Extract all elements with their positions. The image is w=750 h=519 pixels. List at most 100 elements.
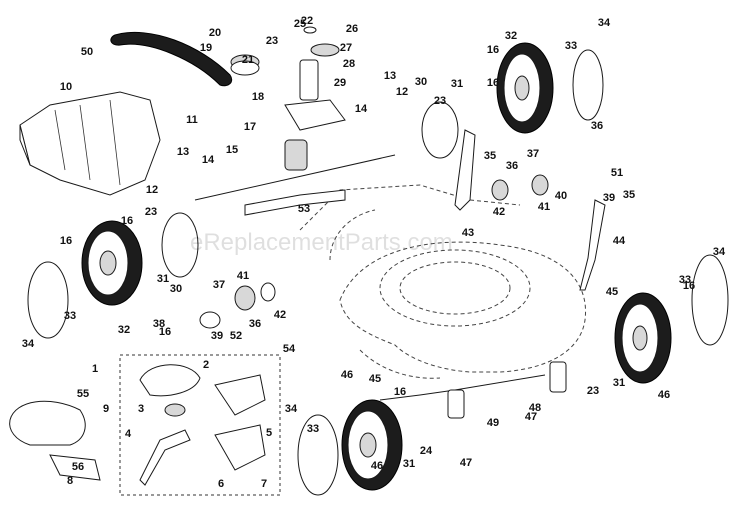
part-callout-14: 14 (202, 154, 215, 166)
drive-belt (110, 31, 233, 87)
part-callout-13: 13 (384, 70, 396, 82)
part-callout-12: 12 (146, 184, 158, 196)
accessory-box (119, 354, 281, 496)
part-callout-51: 51 (611, 167, 623, 179)
part-callout-7: 7 (261, 478, 267, 490)
part-callout-34: 34 (285, 403, 298, 415)
part-callout-47: 47 (460, 457, 472, 469)
part-callout-33: 33 (307, 423, 319, 435)
part-callout-11: 11 (186, 114, 198, 126)
gear-set (199, 282, 276, 329)
height-adjuster (454, 129, 606, 291)
part-callout-16: 16 (159, 326, 171, 338)
part-callout-17: 17 (244, 121, 256, 133)
part-callout-32: 32 (118, 324, 130, 336)
part-callout-19: 19 (200, 42, 212, 54)
part-callout-44: 44 (613, 235, 626, 247)
part-callout-2: 2 (203, 359, 209, 371)
rear-axle (194, 139, 396, 216)
part-callout-45: 45 (369, 373, 381, 385)
part-callout-31: 31 (613, 377, 625, 389)
part-callout-27: 27 (340, 42, 352, 54)
part-callout-55: 55 (77, 388, 89, 400)
part-callout-28: 28 (343, 58, 355, 70)
part-callout-50: 50 (81, 46, 93, 58)
part-callout-1: 1 (92, 363, 98, 375)
part-callout-6: 6 (218, 478, 224, 490)
mower-deck (299, 184, 587, 379)
part-callout-23: 23 (587, 385, 599, 397)
part-callout-18: 18 (252, 91, 264, 103)
part-callout-16: 16 (683, 280, 695, 292)
part-callout-32: 32 (505, 30, 517, 42)
part-callout-10: 10 (60, 81, 72, 93)
part-callout-36: 36 (506, 160, 518, 172)
part-callout-23: 23 (145, 206, 157, 218)
part-callout-29: 29 (334, 77, 346, 89)
part-callout-41: 41 (237, 270, 249, 282)
part-callout-41: 41 (538, 201, 550, 213)
wheel-rear-left (27, 212, 199, 339)
part-callout-34: 34 (598, 17, 611, 29)
part-callout-39: 39 (211, 330, 223, 342)
part-callout-47: 47 (525, 411, 537, 423)
part-callout-53: 53 (298, 203, 310, 215)
part-callout-33: 33 (64, 310, 76, 322)
part-callout-35: 35 (623, 189, 635, 201)
part-callout-38: 38 (153, 318, 165, 330)
part-callout-36: 36 (249, 318, 261, 330)
wheel-rear-right (421, 42, 604, 159)
part-callout-56: 56 (72, 461, 84, 473)
part-callout-42: 42 (274, 309, 286, 321)
part-callout-15: 15 (226, 144, 238, 156)
part-callout-48: 48 (529, 402, 541, 414)
part-callout-14: 14 (355, 103, 368, 115)
rear-shield (19, 91, 161, 196)
part-callout-31: 31 (403, 458, 415, 470)
part-callout-46: 46 (371, 460, 383, 472)
part-callout-42: 42 (493, 206, 505, 218)
part-callout-13: 13 (177, 146, 189, 158)
part-callout-16: 16 (394, 386, 406, 398)
part-callout-3: 3 (138, 403, 144, 415)
part-callout-33: 33 (565, 40, 577, 52)
part-callout-23: 23 (266, 35, 278, 47)
part-callout-54: 54 (283, 343, 296, 355)
part-callout-16: 16 (121, 215, 133, 227)
part-callout-25: 25 (294, 18, 306, 30)
part-callout-16: 16 (60, 235, 72, 247)
part-callout-8: 8 (67, 475, 73, 487)
part-callout-23: 23 (434, 95, 446, 107)
pulley-assembly (230, 26, 346, 131)
part-callout-21: 21 (242, 54, 254, 66)
watermark-text: eReplacementParts.com (190, 229, 453, 256)
part-callout-16: 16 (487, 44, 499, 56)
part-callout-9: 9 (103, 403, 109, 415)
part-callout-5: 5 (266, 427, 272, 439)
part-callout-45: 45 (606, 286, 618, 298)
part-callout-49: 49 (487, 417, 499, 429)
part-callout-36: 36 (591, 120, 603, 132)
part-callout-34: 34 (713, 246, 726, 258)
part-callout-43: 43 (462, 227, 474, 239)
part-callout-22: 22 (301, 15, 313, 27)
part-callout-30: 30 (170, 283, 182, 295)
part-callout-12: 12 (396, 86, 408, 98)
part-callout-4: 4 (125, 428, 132, 440)
front-axle (379, 361, 567, 419)
part-callout-26: 26 (346, 23, 358, 35)
part-callout-39: 39 (603, 192, 615, 204)
part-callout-24: 24 (420, 445, 433, 457)
part-callout-37: 37 (527, 148, 539, 160)
part-callout-30: 30 (415, 76, 427, 88)
part-callout-20: 20 (209, 27, 221, 39)
wheel-front-right (614, 254, 729, 384)
part-callout-31: 31 (157, 273, 169, 285)
mulch-cover (9, 400, 101, 481)
wheel-front-left (297, 399, 403, 496)
part-callout-40: 40 (555, 190, 567, 202)
part-callout-31: 31 (451, 78, 463, 90)
